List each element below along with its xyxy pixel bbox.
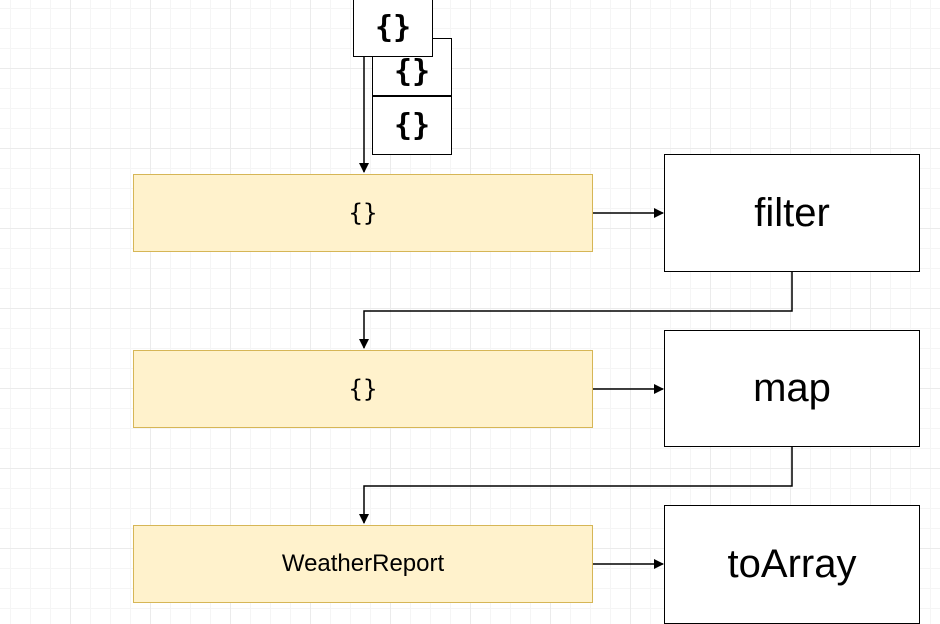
input-card-3[interactable]: {}: [372, 96, 452, 155]
toarray-operator-label: toArray: [727, 542, 857, 586]
toarray-operator-box[interactable]: toArray: [664, 505, 920, 624]
stage-2-box[interactable]: {}: [133, 350, 593, 428]
filter-operator-box[interactable]: filter: [664, 154, 920, 272]
stage-3-box[interactable]: WeatherReport: [133, 525, 593, 603]
map-operator-box[interactable]: map: [664, 330, 920, 447]
input-card-1-label: {}: [374, 10, 412, 45]
map-to-stage3-arrow: [359, 447, 793, 524]
stage-3-label: WeatherReport: [281, 550, 445, 577]
input-card-1[interactable]: {}: [353, 0, 433, 57]
stage-2-label: {}: [348, 375, 378, 403]
map-operator-label: map: [753, 366, 831, 410]
filter-to-stage2-arrow: [359, 272, 793, 349]
filter-operator-label: filter: [754, 190, 830, 235]
stage-1-label: {}: [348, 199, 378, 227]
input-card-2-label: {}: [393, 53, 431, 89]
stage-1-box[interactable]: {}: [133, 174, 593, 252]
input-card-3-label: {}: [393, 108, 431, 143]
